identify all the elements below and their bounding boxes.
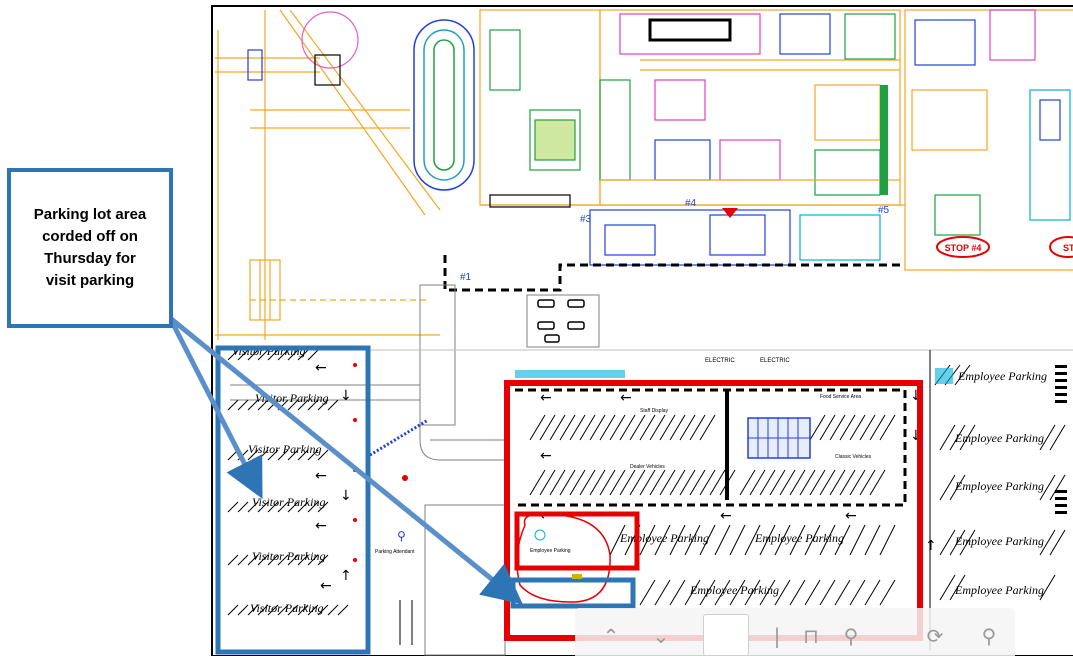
svg-text:↓: ↓ bbox=[340, 488, 352, 504]
stop-4-label: STOP #4 bbox=[945, 243, 982, 253]
upper-left-yard bbox=[215, 9, 441, 340]
next-page-button[interactable]: ⌄ bbox=[652, 624, 670, 648]
svg-text:⚲: ⚲ bbox=[397, 529, 406, 543]
marker-1: #1 bbox=[460, 272, 472, 283]
employee-parking-label-6: Employee Parking bbox=[954, 479, 1044, 493]
dashed-perimeter bbox=[443, 255, 905, 292]
map-frame bbox=[211, 5, 1073, 656]
viewer-toolbar: ⌃ ⌄ | ⊓ ⚲ ⟳ ⚲ bbox=[575, 608, 1015, 656]
employee-parking-small-icon bbox=[534, 529, 546, 541]
test-track bbox=[413, 19, 475, 191]
employee-parking-label-2: Employee Parking bbox=[754, 531, 844, 545]
callout-arrow-to-visitor bbox=[167, 316, 263, 499]
svg-text:←: ← bbox=[315, 360, 327, 376]
dotted-walkway bbox=[369, 418, 429, 457]
callout-line-4: visit parking bbox=[45, 272, 135, 289]
crosswalk-right bbox=[1055, 365, 1067, 514]
small-red-highlight bbox=[514, 511, 640, 571]
page-number-input[interactable] bbox=[703, 614, 749, 656]
employee-parking-label-3: Employee Parking bbox=[689, 583, 779, 597]
page-divider: | bbox=[773, 624, 781, 648]
central-dashed-border bbox=[515, 388, 907, 507]
cyan-strip-right bbox=[935, 368, 953, 384]
direction-arrows-left: ← ↓ ← ↓ ← ↑ ← bbox=[315, 360, 352, 594]
employee-parking-small-label: Employee Parking bbox=[530, 548, 571, 554]
svg-text:←: ← bbox=[720, 508, 732, 524]
svg-text:←: ← bbox=[315, 468, 327, 484]
previous-page-button[interactable]: ⌃ bbox=[602, 624, 620, 648]
callout-box: Parking lot area corded off on Thursday … bbox=[7, 168, 173, 328]
employee-parking-label-4: Employee Parking bbox=[957, 369, 1047, 383]
marker-4: #4 bbox=[685, 198, 697, 209]
zoom-out-icon[interactable]: ⚲ bbox=[843, 624, 859, 648]
employee-parking-label-7: Employee Parking bbox=[954, 534, 1044, 548]
stop-sign-4: STOP #4 bbox=[936, 236, 990, 258]
stop-sign-right: ST bbox=[1049, 236, 1073, 258]
employee-parking-labels-center: Employee Parking Employee Parking Employ… bbox=[619, 531, 844, 597]
svg-text:←: ← bbox=[620, 390, 632, 406]
parking-attendant-label: Parking Attendant bbox=[375, 549, 415, 555]
employee-parking-label-8: Employee Parking bbox=[954, 583, 1044, 597]
employee-parking-label-5: Employee Parking bbox=[954, 431, 1044, 445]
st-label: ST bbox=[1063, 243, 1073, 253]
electric-strip bbox=[515, 370, 625, 378]
callout-line-3: Thursday for bbox=[44, 250, 136, 267]
employee-parking-labels-right: Employee Parking Employee Parking Employ… bbox=[954, 369, 1047, 597]
rotate-button[interactable]: ⟳ bbox=[926, 624, 944, 648]
electric-label-2: ELECTRIC bbox=[760, 358, 790, 364]
vertical-dashed-divider bbox=[725, 390, 729, 500]
visitor-parking-label-5: Visitor Parking bbox=[252, 549, 325, 563]
callout-line-1: Parking lot area bbox=[33, 206, 147, 223]
staff-display-label: Staff Display bbox=[640, 408, 668, 414]
plant-buildings bbox=[479, 9, 1073, 271]
search-icon[interactable]: ⚲ bbox=[981, 624, 997, 648]
dealer-vehicles-label: Dealer Vehicles bbox=[630, 464, 665, 470]
svg-text:←: ← bbox=[540, 390, 552, 406]
food-service-label: Food Service Area bbox=[820, 394, 861, 400]
employee-parking-label-1: Employee Parking bbox=[619, 531, 709, 545]
electric-label-1: ELECTRIC bbox=[705, 358, 735, 364]
svg-text:↓: ↓ bbox=[340, 388, 352, 404]
svg-text:↓: ↓ bbox=[910, 428, 922, 444]
parking-attendant: ⚲ Parking Attendant bbox=[375, 529, 415, 555]
visitor-parking-label-6: Visitor Parking bbox=[250, 601, 323, 615]
classic-vehicles-label: Classic Vehicles bbox=[835, 454, 872, 460]
visitor-parking-label-4: Visitor Parking bbox=[252, 495, 325, 509]
svg-text:↑: ↑ bbox=[340, 568, 352, 584]
svg-text:←: ← bbox=[320, 578, 332, 594]
callout-line-2: corded off on bbox=[42, 228, 138, 245]
car-icons-center bbox=[537, 299, 585, 343]
svg-text:↑: ↑ bbox=[925, 538, 937, 554]
marker-3: #3 bbox=[580, 214, 592, 225]
svg-text:←: ← bbox=[540, 448, 552, 464]
fit-page-button[interactable]: ⊓ bbox=[803, 624, 819, 648]
visitor-parking-highlight bbox=[215, 345, 371, 655]
display-grid-lines bbox=[748, 418, 810, 458]
visitor-parking-label-3: Visitor Parking bbox=[248, 442, 321, 456]
svg-text:←: ← bbox=[315, 518, 327, 534]
central-lot-stalls bbox=[529, 414, 896, 606]
svg-text:↓: ↓ bbox=[910, 388, 922, 404]
svg-text:←: ← bbox=[845, 508, 857, 524]
callout-arrow-to-lot bbox=[168, 316, 523, 605]
red-marker-triangle bbox=[722, 208, 738, 218]
marker-5: #5 bbox=[878, 205, 890, 216]
yellow-car-marker bbox=[572, 574, 582, 579]
